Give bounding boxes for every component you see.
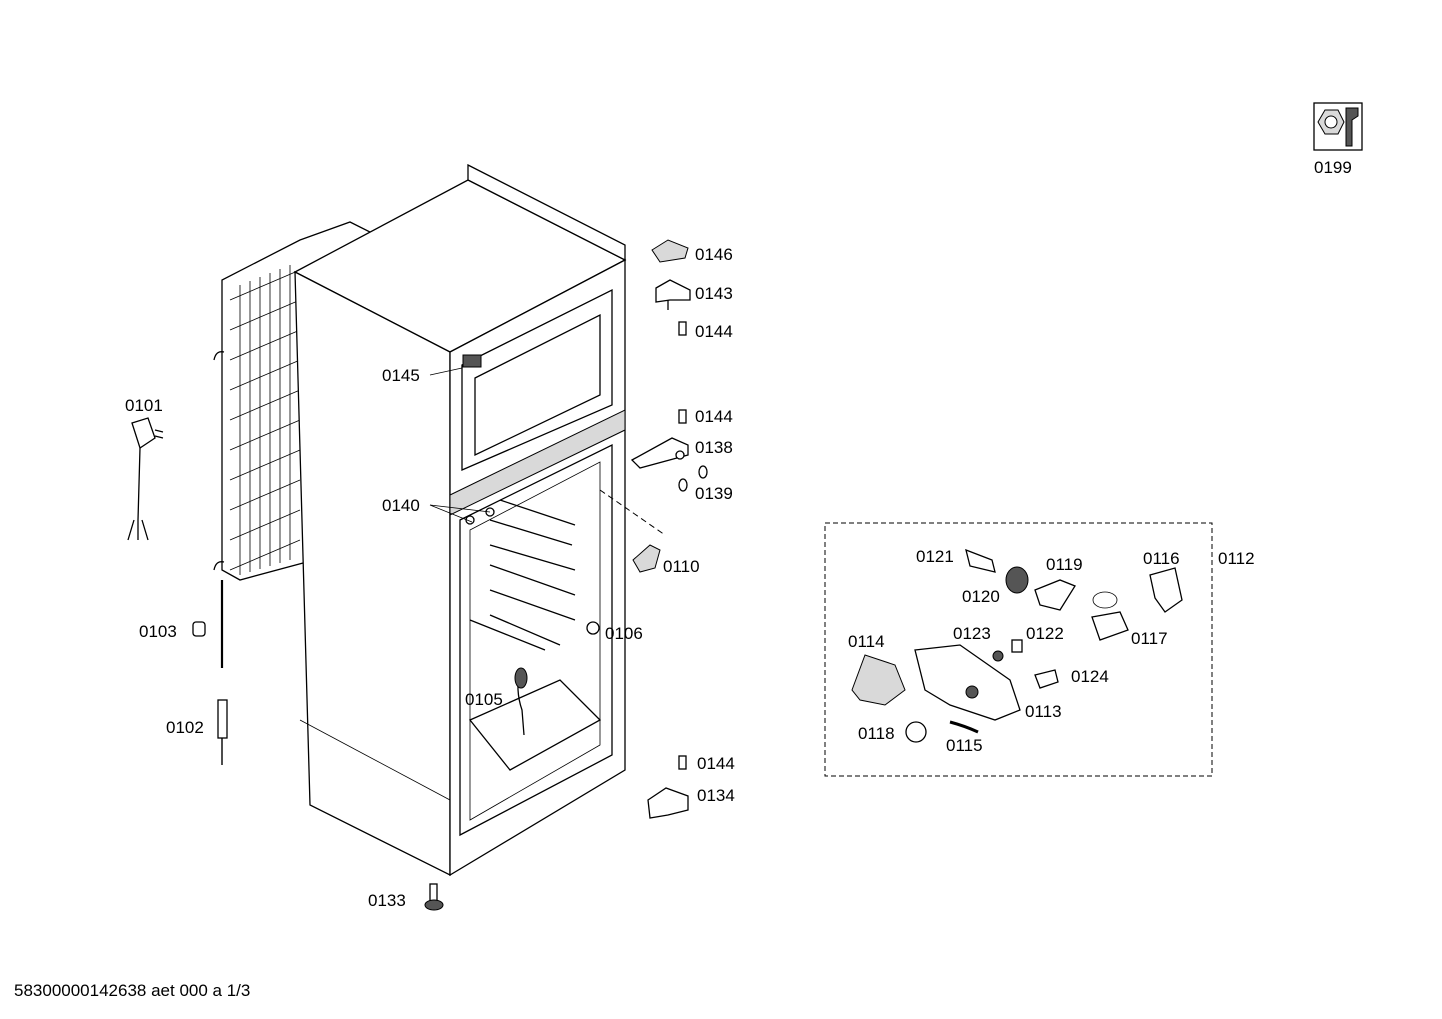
part-label-0144: 0144: [695, 322, 733, 341]
part-label-0116: 0116: [1143, 549, 1180, 568]
part-label-0140: 0140: [382, 496, 420, 515]
hinge-cover: [651, 239, 689, 263]
part-label-0146: 0146: [695, 245, 733, 264]
document-code: 58300000142638 aet 000 a 1/3: [14, 981, 251, 1000]
part-label-0144: 0144: [697, 754, 735, 773]
part-label-0138: 0138: [695, 438, 733, 457]
part-label-0120: 0120: [962, 587, 1000, 606]
part-label-0112: 0112: [1218, 549, 1255, 568]
part-label-0199: 0199: [1314, 158, 1352, 177]
part-label-0123: 0123: [953, 624, 991, 643]
screw: [678, 321, 687, 336]
wrench-nut-icon[interactable]: [1313, 102, 1363, 151]
part-label-0117: 0117: [1131, 629, 1168, 648]
pipe-cap: [192, 621, 206, 637]
screw: [678, 409, 687, 424]
screw: [678, 755, 687, 770]
part-label-0106: 0106: [605, 624, 643, 643]
part-label-0115: 0115: [946, 736, 983, 755]
part-label-0113: 0113: [1025, 702, 1062, 721]
thermostat-group-box: [824, 522, 1213, 777]
part-label-0143: 0143: [695, 284, 733, 303]
part-label-0121: 0121: [916, 547, 954, 566]
part-label-0144: 0144: [695, 407, 733, 426]
part-label-0134: 0134: [697, 786, 735, 805]
leader-lines: [429, 367, 491, 523]
adjustable-foot: [424, 883, 444, 911]
part-label-0119: 0119: [1046, 555, 1083, 574]
part-label-0133: 0133: [368, 891, 406, 910]
drier-filter: [217, 580, 228, 765]
part-label-0118: 0118: [858, 724, 895, 743]
bottom-hinge: [647, 787, 689, 819]
refrigerator-cabinet: [293, 163, 627, 877]
middle-hinge: [630, 437, 689, 469]
part-label-0122: 0122: [1026, 624, 1064, 643]
shelf-rails: [469, 499, 576, 651]
part-label-0101: 0101: [125, 396, 163, 415]
power-plug: [127, 417, 164, 541]
part-label-0114: 0114: [848, 632, 885, 651]
door-switch: [599, 489, 666, 573]
top-hinge: [655, 279, 691, 310]
part-label-0103: 0103: [139, 622, 177, 641]
part-label-0124: 0124: [1071, 667, 1109, 686]
part-label-0110: 0110: [663, 557, 700, 576]
part-label-0145: 0145: [382, 366, 420, 385]
washer: [678, 465, 708, 492]
part-label-0102: 0102: [166, 718, 204, 737]
part-label-0105: 0105: [465, 690, 503, 709]
part-label-0139: 0139: [695, 484, 733, 503]
